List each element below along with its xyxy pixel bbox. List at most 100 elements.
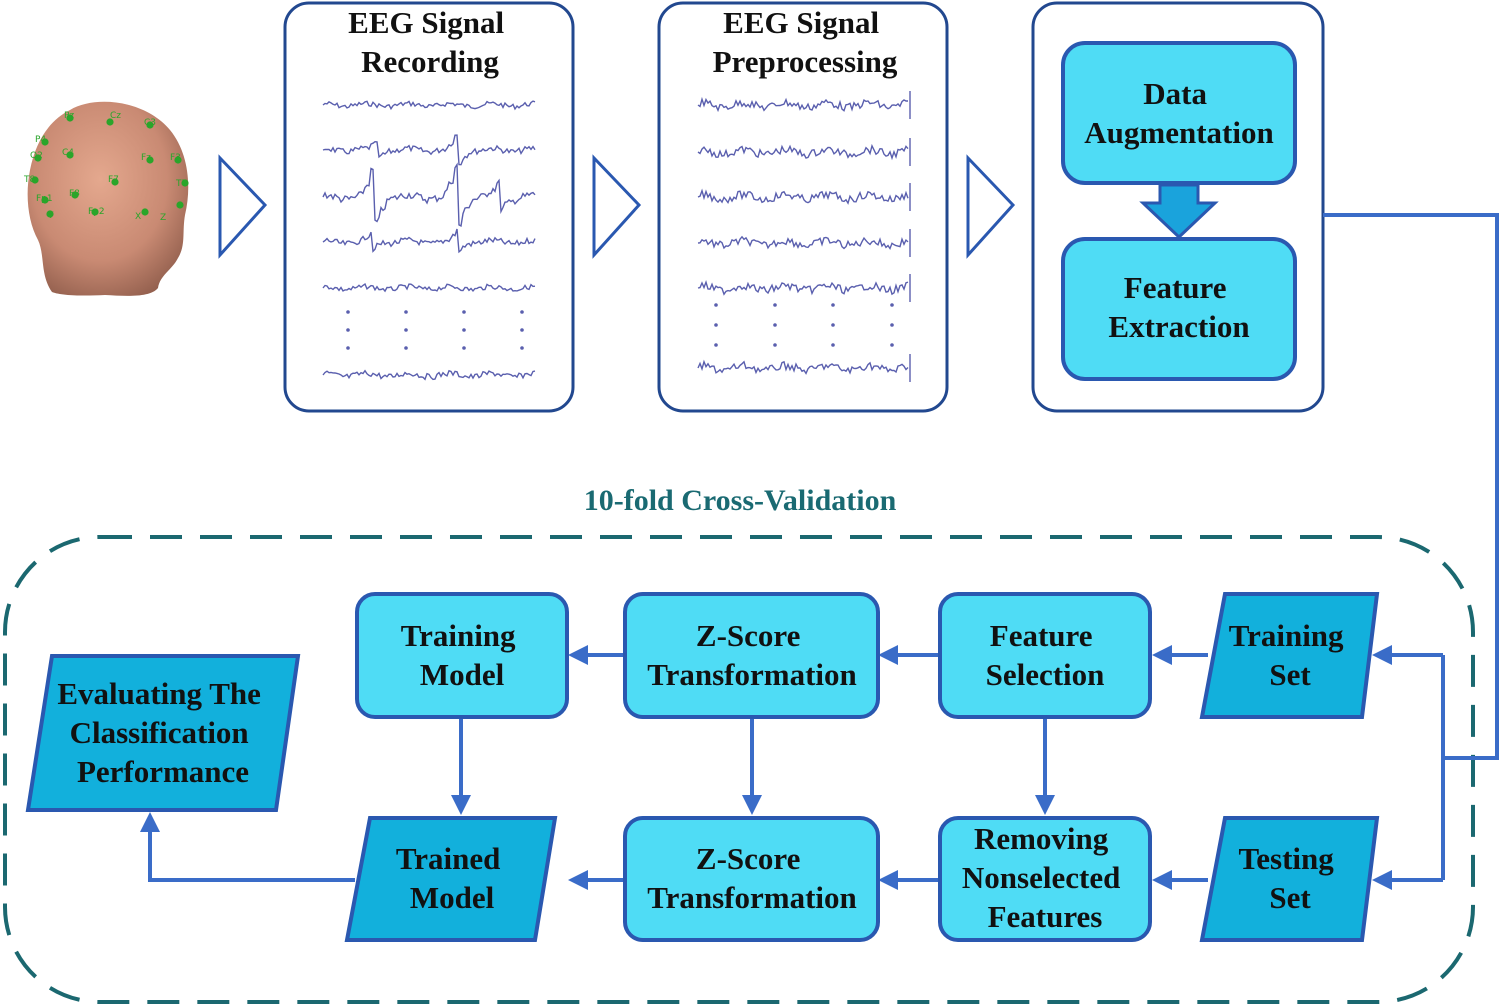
ellipsis-dot — [404, 310, 408, 314]
chevron-right-icon — [592, 154, 642, 259]
electrode-dot — [66, 114, 74, 122]
electrode-label: T8 — [23, 175, 35, 185]
feature-extraction-box — [1061, 237, 1297, 381]
training-set-node — [1199, 592, 1380, 719]
electrode-dot — [31, 176, 39, 184]
training-set-label: Training Set — [1229, 618, 1352, 692]
electrode-dot — [46, 210, 54, 218]
electrode-label: Fz — [141, 153, 151, 163]
ellipsis-dot — [714, 323, 718, 327]
eeg-raw-traces — [322, 100, 536, 381]
testing-set-label: Testing Set — [1238, 841, 1341, 915]
head-shape — [27, 101, 189, 296]
eeg-trace — [322, 283, 536, 293]
trained-model-node — [344, 816, 558, 942]
electrode-dot — [146, 121, 154, 129]
electrode-dot — [141, 208, 149, 216]
electrode-dot — [106, 118, 114, 126]
eeg-trace — [697, 188, 909, 205]
ellipsis-dot — [346, 328, 350, 332]
electrode-label: O2 — [30, 151, 43, 161]
data-augmentation-box — [1061, 41, 1297, 185]
electrode-dot — [41, 138, 49, 146]
feature-selection-label: Feature Selection — [986, 618, 1105, 692]
preprocessing-panel: EEG Signal Preprocessing — [657, 1, 949, 413]
trained-model-label: Trained Model — [396, 841, 508, 915]
feature-panel: Data Augmentation Feature Extraction — [1031, 1, 1325, 413]
eeg-trace — [322, 369, 536, 381]
electrode-label: Pz — [64, 111, 74, 121]
electrode-label: F8 — [69, 189, 80, 199]
recording-title: EEG Signal Recording — [348, 5, 512, 79]
ellipsis-dot — [462, 310, 466, 314]
ellipsis-dot — [773, 343, 777, 347]
ellipsis-dot — [831, 323, 835, 327]
chevron-right-icon — [966, 154, 1016, 259]
ellipsis-dot — [462, 328, 466, 332]
electrode-dot — [146, 156, 154, 164]
ellipsis-dot — [773, 303, 777, 307]
training-model-label: Training Model — [401, 618, 524, 692]
eeg-filtered-traces — [697, 91, 911, 382]
electrode-dot — [66, 151, 74, 159]
evaluating-performance-node — [25, 654, 301, 812]
feature-selection-node — [938, 592, 1152, 719]
electrode-label: Cz — [110, 111, 121, 121]
electrode-label: Y — [47, 211, 54, 221]
eeg-trace — [322, 134, 536, 166]
ellipsis-dot — [714, 343, 718, 347]
evaluating-performance-label: Evaluating The Classification Performanc… — [57, 676, 268, 789]
electrode-label: T7 — [175, 179, 187, 189]
electrode-label: F3 — [170, 153, 181, 163]
electrode-dot — [41, 196, 49, 204]
electrode-label: Z — [160, 213, 166, 223]
ellipsis-dot — [831, 303, 835, 307]
ellipsis-dot — [520, 346, 524, 350]
training-model-node — [355, 592, 569, 719]
ellipsis-dot — [404, 328, 408, 332]
chevron-right-icon — [218, 154, 268, 259]
ellipsis-dot — [831, 343, 835, 347]
zscore-transformation-top-node — [623, 592, 880, 719]
electrode-label: C4 — [62, 148, 74, 158]
electrode-label: Fp2 — [88, 207, 105, 217]
eeg-trace — [697, 235, 909, 250]
ellipsis-dot — [890, 323, 894, 327]
zscore-transformation-bottom-node — [623, 816, 880, 942]
flow-connectors — [140, 213, 1499, 890]
electrode-label: P4 — [35, 135, 46, 145]
electrode-dot — [174, 156, 182, 164]
electrode-dot — [176, 201, 184, 209]
recording-panel: EEG Signal Recording — [283, 1, 575, 413]
arrow-down-icon — [1139, 183, 1219, 240]
removing-nonselected-features-label: Removing Nonselected Features — [962, 821, 1128, 934]
data-augmentation-label: Data Augmentation — [1084, 76, 1273, 150]
electrode-dot — [111, 178, 119, 186]
ellipsis-dot — [404, 346, 408, 350]
ellipsis-dot — [890, 303, 894, 307]
eeg-trace — [322, 228, 536, 254]
eeg-trace — [322, 162, 536, 227]
electrode-label: Fp1 — [36, 194, 53, 204]
removing-nonselected-features-node — [938, 816, 1152, 942]
eeg-trace — [322, 100, 536, 111]
electrode-label: C3 — [144, 118, 156, 128]
ellipsis-dot — [462, 346, 466, 350]
eeg-trace — [697, 359, 909, 375]
testing-set-node — [1199, 816, 1380, 942]
zscore-transformation-bottom-label: Z-Score Transformation — [647, 841, 857, 915]
ellipsis-dot — [520, 310, 524, 314]
ellipsis-dot — [714, 303, 718, 307]
ellipsis-dot — [346, 310, 350, 314]
electrode-dot — [91, 208, 99, 216]
electrode-dot — [34, 154, 42, 162]
feature-extraction-label: Feature Extraction — [1108, 270, 1249, 344]
preprocessing-title: EEG Signal Preprocessing — [713, 5, 898, 79]
zscore-transformation-top-label: Z-Score Transformation — [647, 618, 857, 692]
electrode-label: X — [135, 212, 141, 222]
electrode-dot — [181, 179, 189, 187]
ellipsis-dot — [520, 328, 524, 332]
